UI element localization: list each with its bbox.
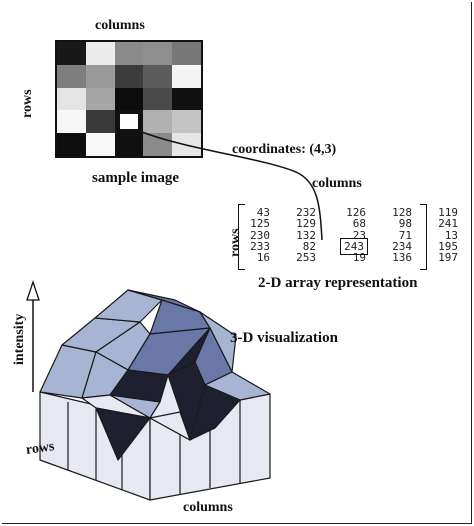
array-value: 82	[270, 241, 316, 252]
coordinate-connector-line	[141, 131, 323, 241]
array-value: 125	[244, 218, 270, 229]
image-pixel	[114, 42, 144, 65]
array-value-text: 233	[250, 239, 270, 253]
image-pixel	[172, 110, 201, 134]
image-pixel	[143, 42, 173, 65]
array-value-text: 13	[444, 228, 458, 242]
array-value: 119	[412, 207, 458, 218]
array-value-text: 126	[346, 206, 366, 219]
array-row: 233 82 243 234 195	[244, 237, 458, 255]
image-pixel	[172, 42, 201, 65]
image-pixel	[114, 133, 144, 156]
image-pixel	[85, 87, 115, 111]
array-row: 230 132 23 71 13	[244, 228, 458, 242]
array-value-text: 195	[438, 239, 458, 253]
array-value-text: 16	[256, 251, 270, 265]
array-caption: 2-D array representation	[258, 275, 418, 291]
image-pixel	[57, 64, 86, 88]
image-pixel	[114, 64, 144, 88]
array-value: 128	[366, 207, 412, 218]
array-value-text: 232	[296, 206, 316, 219]
array-row: 125 129 68 98 241	[244, 218, 458, 229]
selected-pixel	[114, 110, 144, 134]
array-value-text: 129	[296, 217, 316, 231]
intensity-axis	[26, 279, 40, 392]
array-value: 43	[244, 207, 270, 218]
coordinates-label: coordinates: (4,3)	[232, 142, 337, 157]
array-value: 16	[244, 252, 270, 263]
array-columns-label: columns	[312, 176, 362, 191]
image-columns-label: columns	[95, 18, 145, 33]
array-value: 232	[270, 207, 316, 218]
array-value: 19	[316, 252, 366, 263]
array-value: 195	[412, 241, 458, 252]
image-pixel	[143, 110, 173, 134]
array-value: 13	[412, 228, 458, 242]
array-left-bracket	[238, 204, 245, 270]
array-value-text: 19	[352, 251, 366, 265]
array-value: 241	[412, 218, 458, 229]
array-row: 16 253 19 136 197	[244, 252, 458, 263]
array-value: 136	[366, 252, 412, 263]
array-value: 230	[244, 228, 270, 242]
intensity-axis-arrowhead	[26, 279, 40, 301]
array-value-text: 230	[250, 228, 270, 242]
array-value-text: 136	[392, 251, 412, 265]
array-right-bracket	[420, 204, 427, 270]
array-value-text: 68	[352, 217, 366, 231]
image-pixel	[143, 87, 173, 111]
image-pixel	[57, 110, 86, 134]
array-value: 132	[270, 228, 316, 242]
array-value: 68	[316, 218, 366, 229]
image-pixel	[85, 42, 115, 65]
array-value-text: 43	[256, 206, 270, 219]
array-value: 126	[316, 207, 366, 218]
surface-facet	[189, 384, 241, 441]
image-pixel	[85, 110, 115, 134]
array-value-text: 197	[438, 251, 458, 265]
array-row: 43 232 126 128 119	[244, 207, 458, 218]
highlighted-array-value: 243	[316, 237, 368, 255]
image-pixel	[172, 87, 201, 111]
image-pixel	[85, 133, 115, 156]
array-value-text: 23	[352, 228, 366, 242]
array-value-text: 241	[438, 217, 458, 231]
array-value-text: 128	[392, 206, 412, 219]
array-value-text: 234	[392, 239, 412, 253]
image-pixel	[57, 87, 86, 111]
array-value-text: 253	[296, 251, 316, 265]
array-value-text: 71	[398, 228, 412, 242]
array-value: 129	[270, 218, 316, 229]
image-pixel	[57, 133, 86, 156]
array-value-text: 132	[296, 228, 316, 242]
visualization-caption: 3-D visualization	[230, 330, 338, 346]
image-pixel	[114, 87, 144, 111]
surface-facet	[149, 411, 191, 441]
array-value-text: 119	[438, 206, 458, 219]
array-value: 253	[270, 252, 316, 263]
sample-image-caption: sample image	[92, 170, 180, 186]
array-value: 23	[316, 228, 366, 242]
surface-faces	[39, 289, 271, 501]
array-value: 233	[244, 241, 270, 252]
array-value: 71	[366, 228, 412, 242]
image-pixel	[57, 42, 86, 65]
array-value-text: 125	[250, 217, 270, 231]
array-value-text: 243	[340, 237, 368, 255]
array-value: 197	[412, 252, 458, 263]
intensity-axis-label: intensity	[12, 313, 27, 365]
array-value: 98	[366, 218, 412, 229]
array-value-text: 82	[302, 239, 316, 253]
image-pixel	[143, 64, 173, 88]
visualization-columns-label: columns	[183, 500, 233, 515]
array-value: 234	[366, 241, 412, 252]
surface-facet	[95, 407, 151, 461]
image-pixel	[172, 64, 201, 88]
array-value-text: 98	[398, 217, 412, 231]
image-pixel	[85, 64, 115, 88]
